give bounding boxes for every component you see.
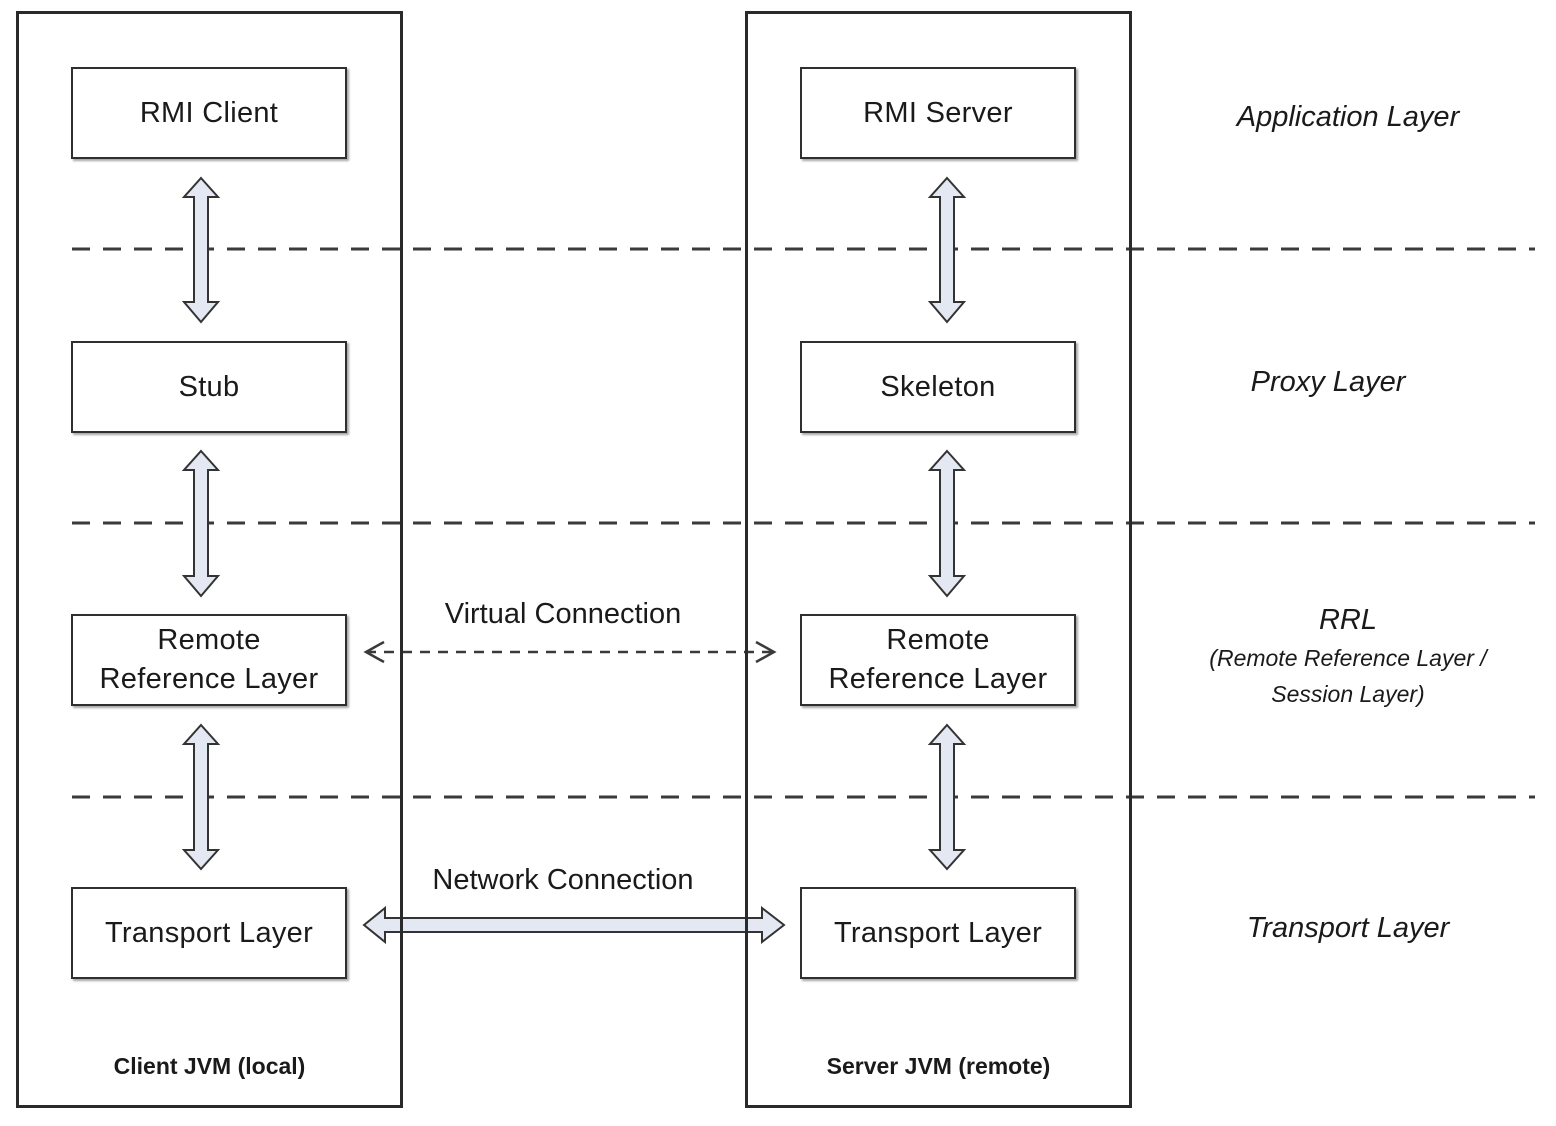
client-jvm-label: Client JVM (local) xyxy=(113,1053,306,1079)
virtual-connection-arrow xyxy=(363,640,777,664)
server-arrow-rrl-transport xyxy=(927,723,967,871)
server-jvm-container xyxy=(745,11,1132,1108)
server-arrow-proxy-rrl xyxy=(927,449,967,598)
client-arrow-proxy-rrl xyxy=(181,449,221,598)
server-arrow-app-proxy xyxy=(927,176,967,324)
client-arrow-rrl-transport xyxy=(181,723,221,871)
client-rmi-client-label: RMI Client xyxy=(139,96,279,129)
rrl-label: RRL xyxy=(1318,604,1377,636)
server-skeleton-box: Skeleton xyxy=(800,341,1076,433)
client-rrl-label: Remote Reference Layer xyxy=(99,624,319,695)
client-rrl-box: Remote Reference Layer xyxy=(71,614,347,706)
client-rmi-client-box: RMI Client xyxy=(71,67,347,159)
network-connection-label: Network Connection xyxy=(432,864,694,896)
server-rrl-label: Remote Reference Layer xyxy=(828,624,1048,695)
server-rmi-server-label: RMI Server xyxy=(863,96,1013,129)
client-stub-box: Stub xyxy=(71,341,347,433)
server-rrl-box: Remote Reference Layer xyxy=(800,614,1076,706)
rrl-subtitle-line-2: Session Layer) xyxy=(1271,681,1425,707)
server-skeleton-label: Skeleton xyxy=(880,370,996,403)
proxy-layer-label: Proxy Layer xyxy=(1250,366,1406,398)
server-transport-label: Transport Layer xyxy=(833,916,1043,949)
server-jvm-label: Server JVM (remote) xyxy=(826,1053,1051,1079)
client-jvm-container xyxy=(16,11,403,1108)
server-rmi-server-box: RMI Server xyxy=(800,67,1076,159)
network-connection-arrow xyxy=(362,905,786,945)
client-transport-box: Transport Layer xyxy=(71,887,347,979)
rrl-subtitle-line-1: (Remote Reference Layer / xyxy=(1209,645,1487,671)
transport-layer-label: Transport Layer xyxy=(1246,912,1450,944)
client-stub-label: Stub xyxy=(178,370,240,403)
client-transport-label: Transport Layer xyxy=(104,916,314,949)
client-arrow-app-proxy xyxy=(181,176,221,324)
virtual-connection-label: Virtual Connection xyxy=(444,598,682,630)
application-layer-label: Application Layer xyxy=(1236,101,1460,133)
server-transport-box: Transport Layer xyxy=(800,887,1076,979)
